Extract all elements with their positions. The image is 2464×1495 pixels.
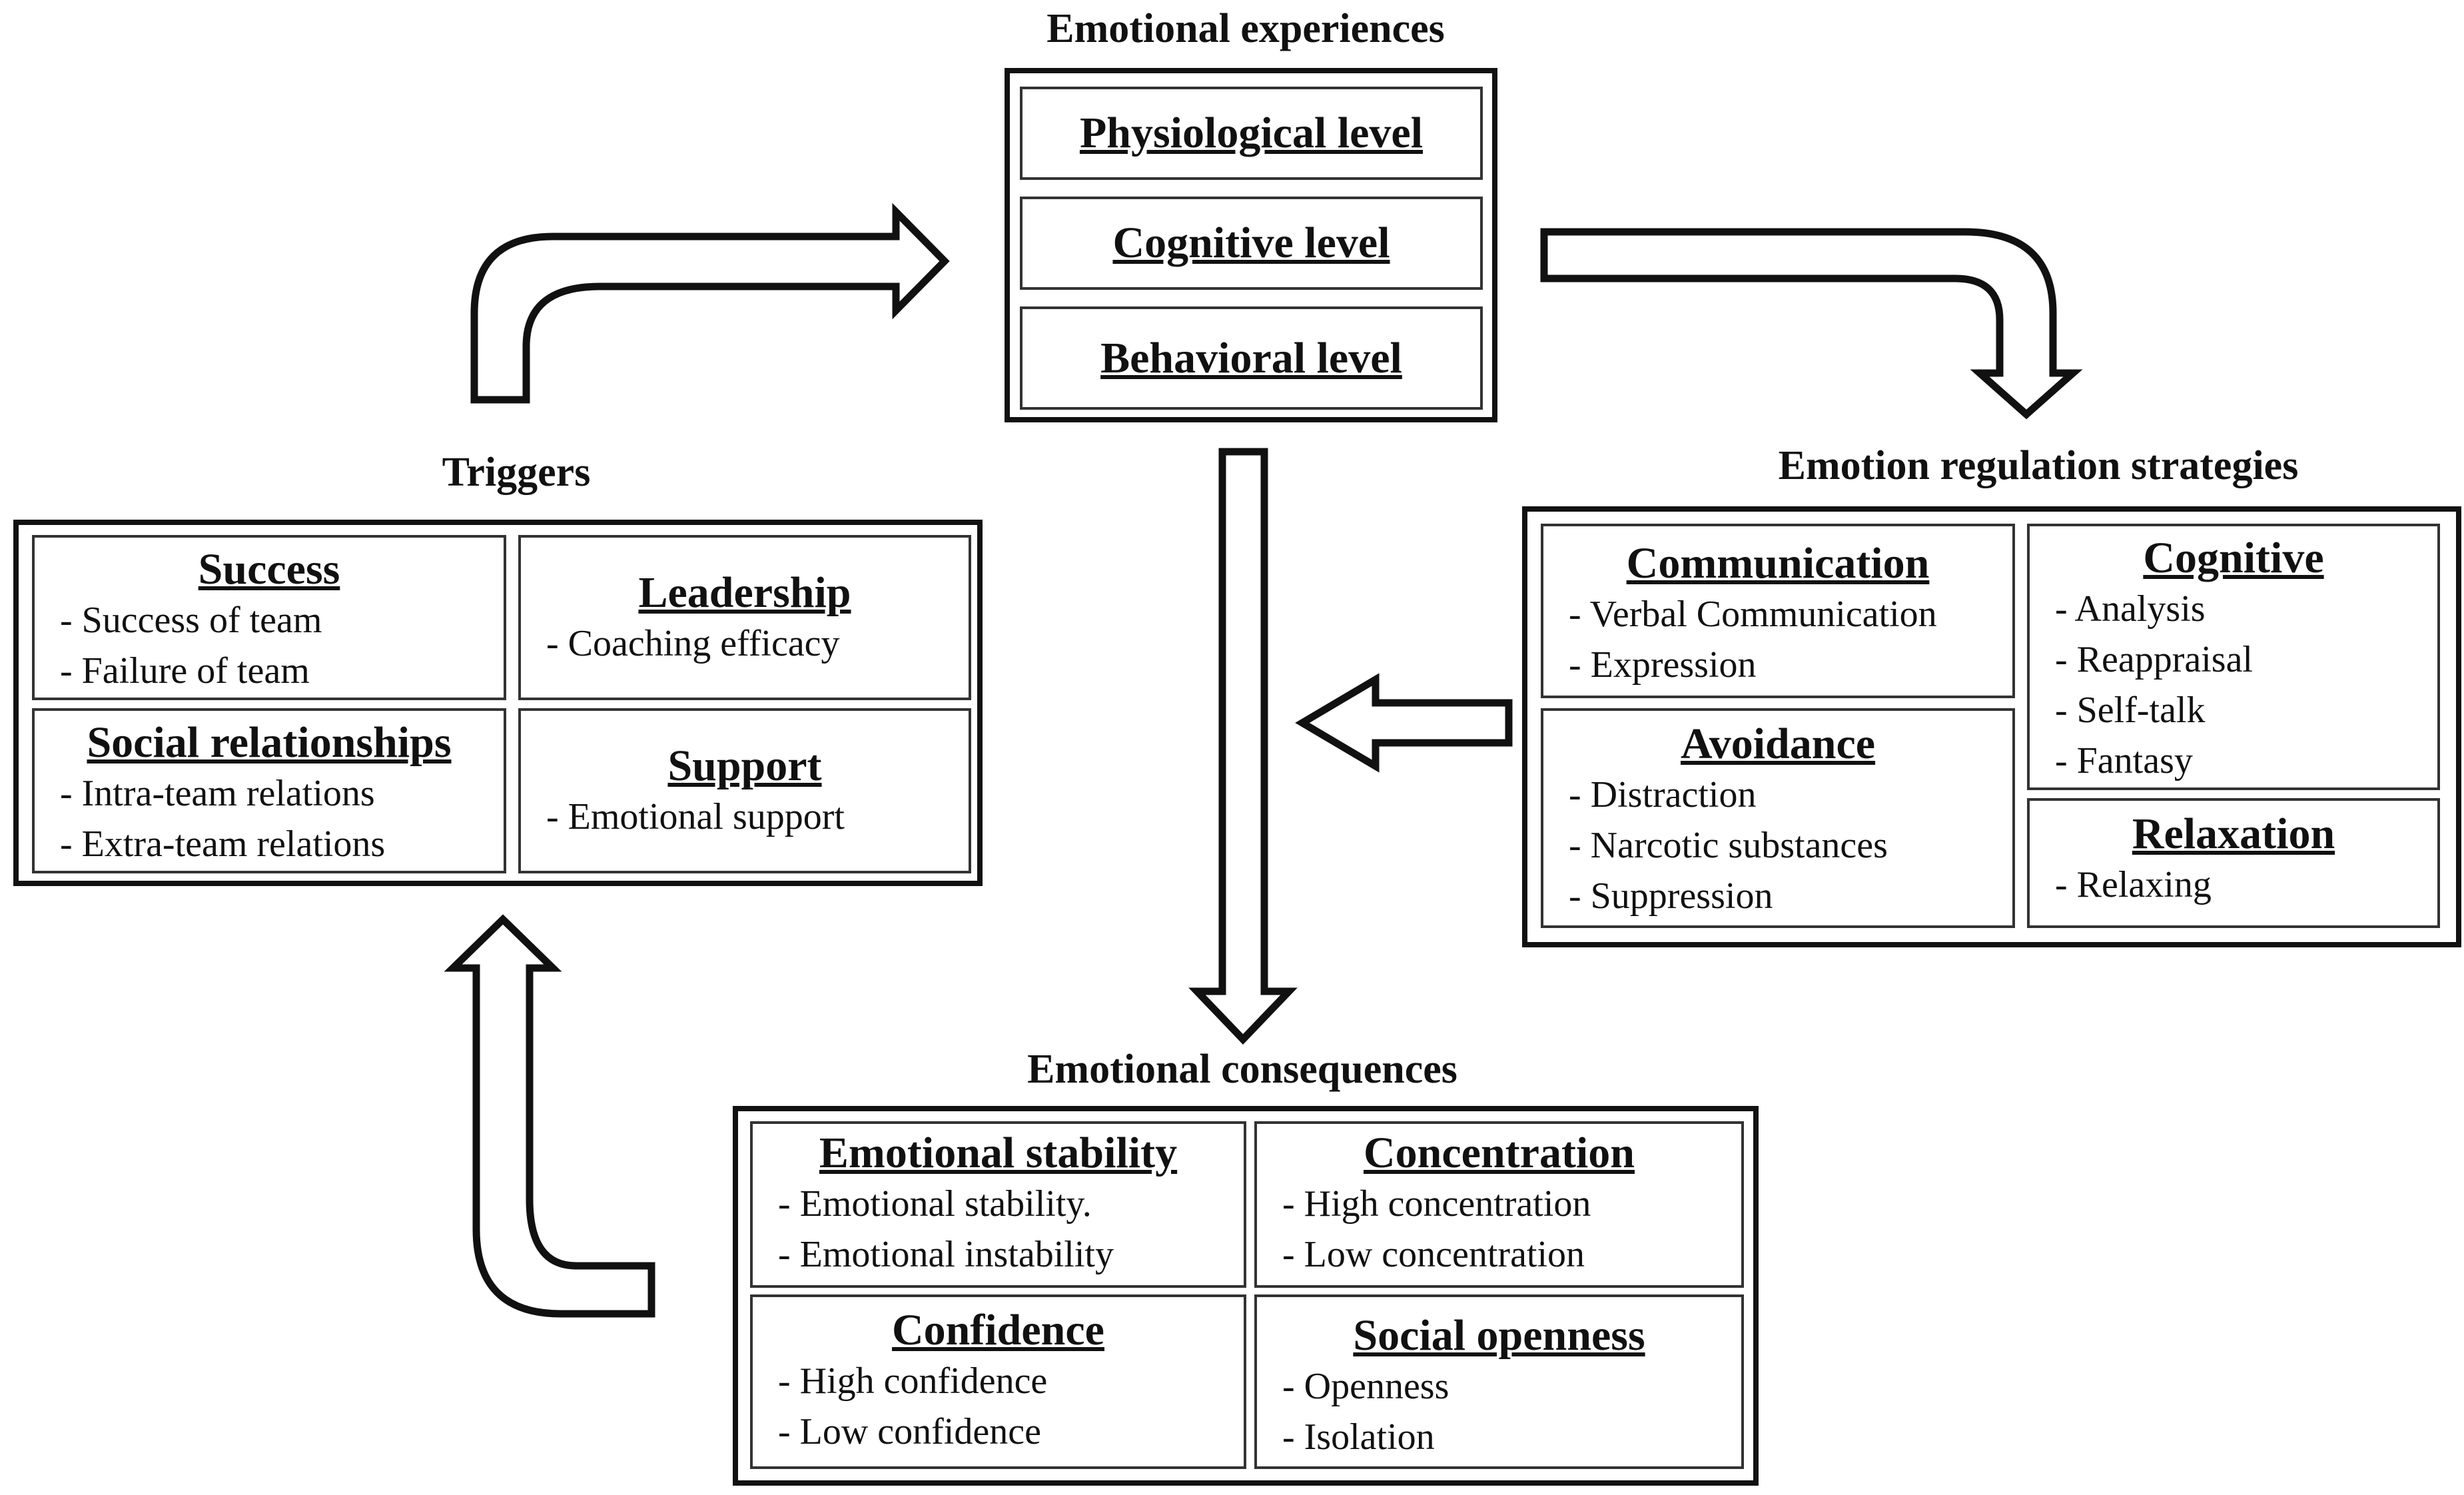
regulation-cognitive-item: - Fantasy — [2055, 740, 2193, 781]
emotional-experiences-title: Emotional experiences — [1046, 6, 1445, 51]
arrow-triggers-to-experiences — [470, 203, 950, 404]
trigger-support-heading: Support — [667, 742, 822, 790]
trigger-leadership-heading: Leadership — [638, 568, 851, 617]
physiological-level-box: Physiological level — [1020, 87, 1483, 180]
arrow-experiences-to-consequences — [1188, 448, 1298, 1045]
regulation-avoidance-heading: Avoidance — [1680, 720, 1876, 768]
trigger-success-heading: Success — [198, 545, 340, 594]
arrow-experiences-to-regulation — [1540, 228, 2083, 420]
regulation-avoidance-box: Avoidance - Distraction - Narcotic subst… — [1541, 708, 2015, 928]
trigger-leadership-box: Leadership - Coaching efficacy — [518, 535, 971, 700]
trigger-social-relationships-box: Social relationships - Intra-team relati… — [32, 708, 506, 873]
trigger-success-item: - Failure of team — [60, 650, 310, 692]
trigger-social-relationships-heading: Social relationships — [87, 718, 452, 767]
consequence-emotional-stability-box: Emotional stability - Emotional stabilit… — [750, 1121, 1246, 1288]
regulation-communication-item: - Expression — [1569, 644, 1757, 686]
cognitive-level-box: Cognitive level — [1020, 197, 1483, 290]
triggers-panel: Success - Success of team - Failure of t… — [13, 520, 983, 886]
trigger-support-item: - Emotional support — [546, 795, 845, 837]
trigger-support-box: Support - Emotional support — [518, 708, 971, 873]
regulation-cognitive-item: - Self-talk — [2055, 689, 2206, 731]
regulation-cognitive-heading: Cognitive — [2143, 534, 2324, 582]
trigger-success-item: - Success of team — [60, 599, 322, 641]
consequence-confidence-box: Confidence - High confidence - Low confi… — [750, 1294, 1246, 1469]
regulation-communication-box: Communication - Verbal Communication - E… — [1541, 524, 2015, 698]
behavioral-level-box: Behavioral level — [1020, 306, 1483, 410]
consequence-social-openness-heading: Social openness — [1353, 1311, 1645, 1360]
emotion-regulation-panel: Communication - Verbal Communication - E… — [1522, 506, 2461, 947]
physiological-level-heading: Physiological level — [1079, 109, 1424, 158]
trigger-social-relationships-item: - Intra-team relations — [60, 772, 375, 814]
triggers-title: Triggers — [442, 450, 591, 495]
consequence-concentration-heading: Concentration — [1364, 1129, 1635, 1177]
regulation-cognitive-item: - Reappraisal — [2055, 638, 2253, 680]
cognitive-level-heading: Cognitive level — [1112, 219, 1390, 268]
consequence-social-openness-item: - Isolation — [1282, 1416, 1435, 1458]
emotional-experiences-panel: Physiological level Cognitive level Beha… — [1005, 68, 1497, 422]
arrow-consequences-to-triggers — [444, 914, 655, 1318]
consequence-concentration-item: - Low concentration — [1282, 1233, 1585, 1275]
consequence-confidence-item: - Low confidence — [778, 1410, 1041, 1452]
regulation-avoidance-item: - Suppression — [1569, 875, 1773, 917]
regulation-communication-item: - Verbal Communication — [1569, 593, 1937, 635]
emotional-consequences-panel: Emotional stability - Emotional stabilit… — [733, 1106, 1759, 1486]
regulation-communication-heading: Communication — [1626, 539, 1930, 588]
trigger-leadership-item: - Coaching efficacy — [546, 622, 840, 664]
consequence-concentration-box: Concentration - High concentration - Low… — [1254, 1121, 1744, 1288]
regulation-avoidance-item: - Distraction — [1569, 773, 1757, 815]
regulation-relaxation-item: - Relaxing — [2055, 863, 2212, 905]
trigger-success-box: Success - Success of team - Failure of t… — [32, 535, 506, 700]
regulation-cognitive-item: - Analysis — [2055, 588, 2206, 630]
consequence-emotional-stability-item: - Emotional stability. — [778, 1183, 1092, 1225]
consequence-confidence-heading: Confidence — [892, 1306, 1104, 1354]
regulation-relaxation-box: Relaxation - Relaxing — [2027, 798, 2440, 928]
regulation-cognitive-box: Cognitive - Analysis - Reappraisal - Sel… — [2027, 524, 2440, 790]
consequence-social-openness-box: Social openness - Openness - Isolation — [1254, 1294, 1744, 1469]
regulation-relaxation-heading: Relaxation — [2132, 809, 2335, 858]
consequence-emotional-stability-heading: Emotional stability — [819, 1129, 1178, 1177]
consequence-emotional-stability-item: - Emotional instability — [778, 1233, 1114, 1275]
trigger-social-relationships-item: - Extra-team relations — [60, 823, 386, 865]
consequence-confidence-item: - High confidence — [778, 1360, 1048, 1402]
behavioral-level-heading: Behavioral level — [1100, 333, 1402, 382]
consequence-social-openness-item: - Openness — [1282, 1365, 1449, 1407]
emotional-consequences-title: Emotional consequences — [1027, 1047, 1457, 1092]
emotion-regulation-title: Emotion regulation strategies — [1778, 443, 2299, 488]
regulation-avoidance-item: - Narcotic substances — [1569, 824, 1888, 866]
consequence-concentration-item: - High concentration — [1282, 1183, 1591, 1225]
arrow-regulation-to-consequences — [1295, 673, 1513, 773]
